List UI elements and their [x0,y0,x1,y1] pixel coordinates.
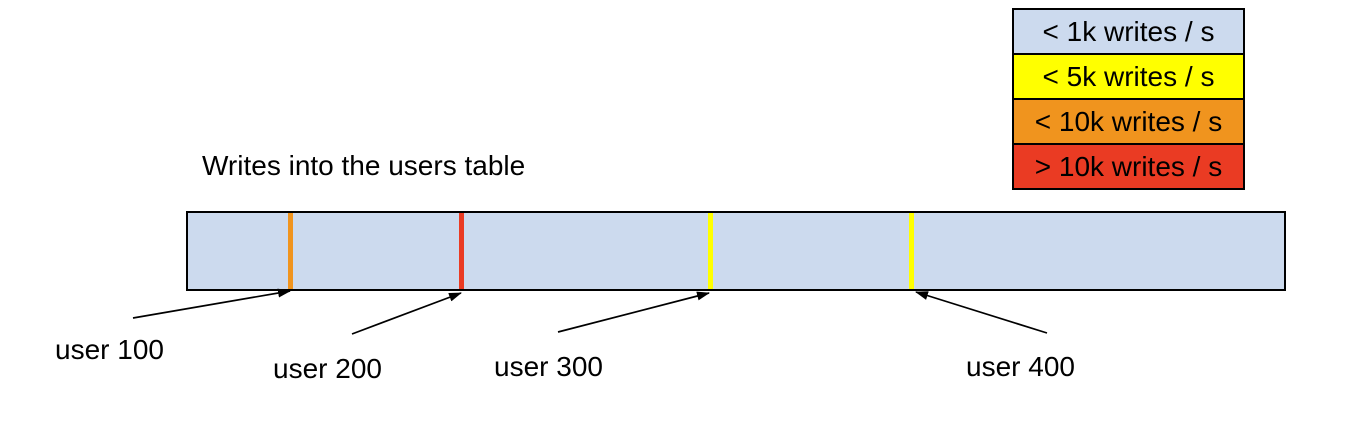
legend-item-lt-10k: < 10k writes / s [1012,98,1245,145]
arrow-user-400 [915,291,1048,334]
label-user-300: user 300 [494,351,603,382]
legend-item-gt-10k: > 10k writes / s [1012,143,1245,190]
label-user-200: user 200 [273,353,382,384]
marker-user-300 [708,213,713,289]
label-user-100: user 100 [55,334,164,365]
arrow-user-200 [351,292,462,335]
legend: < 1k writes / s < 5k writes / s < 10k wr… [1012,8,1245,190]
label-user-400: user 400 [966,351,1075,382]
legend-item-lt-5k: < 5k writes / s [1012,53,1245,100]
arrow-user-100 [132,288,291,319]
arrow-user-300 [557,291,710,333]
diagram-title: Writes into the users table [202,150,526,181]
marker-user-100 [288,213,293,289]
legend-item-lt-1k: < 1k writes / s [1012,8,1245,55]
marker-user-400 [909,213,914,289]
marker-user-200 [459,213,464,289]
users-table-bar [186,211,1286,291]
